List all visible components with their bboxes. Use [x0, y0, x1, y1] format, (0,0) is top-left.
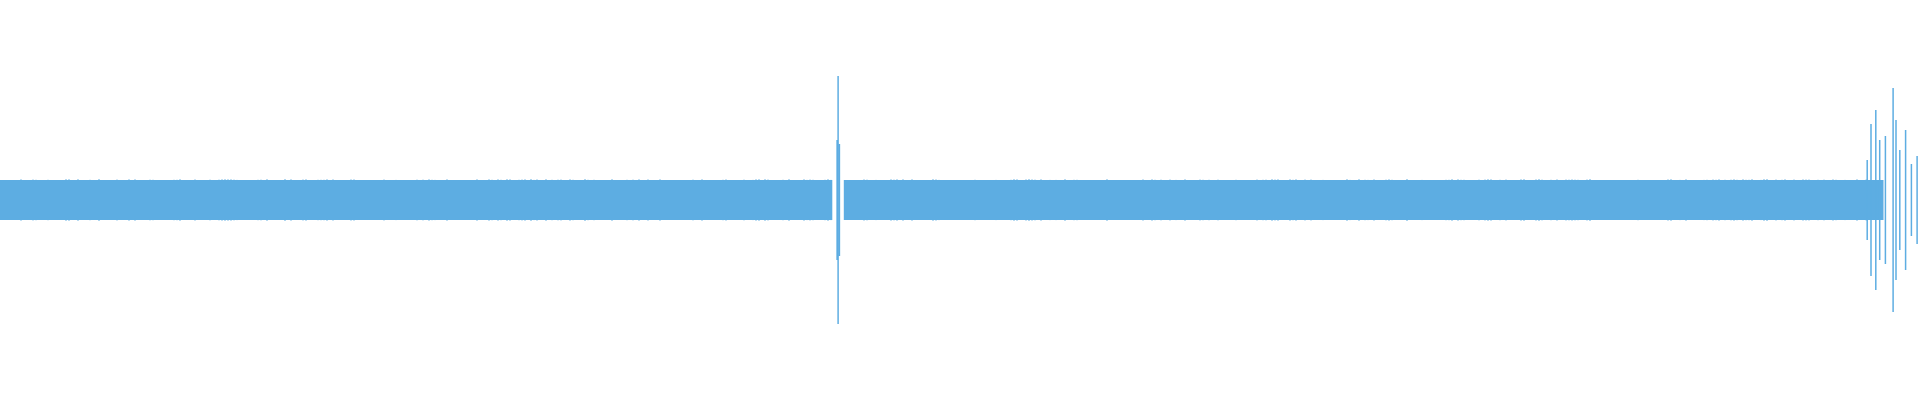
waveform-band-left: [0, 180, 833, 220]
waveform-texture: [0, 179, 1882, 221]
